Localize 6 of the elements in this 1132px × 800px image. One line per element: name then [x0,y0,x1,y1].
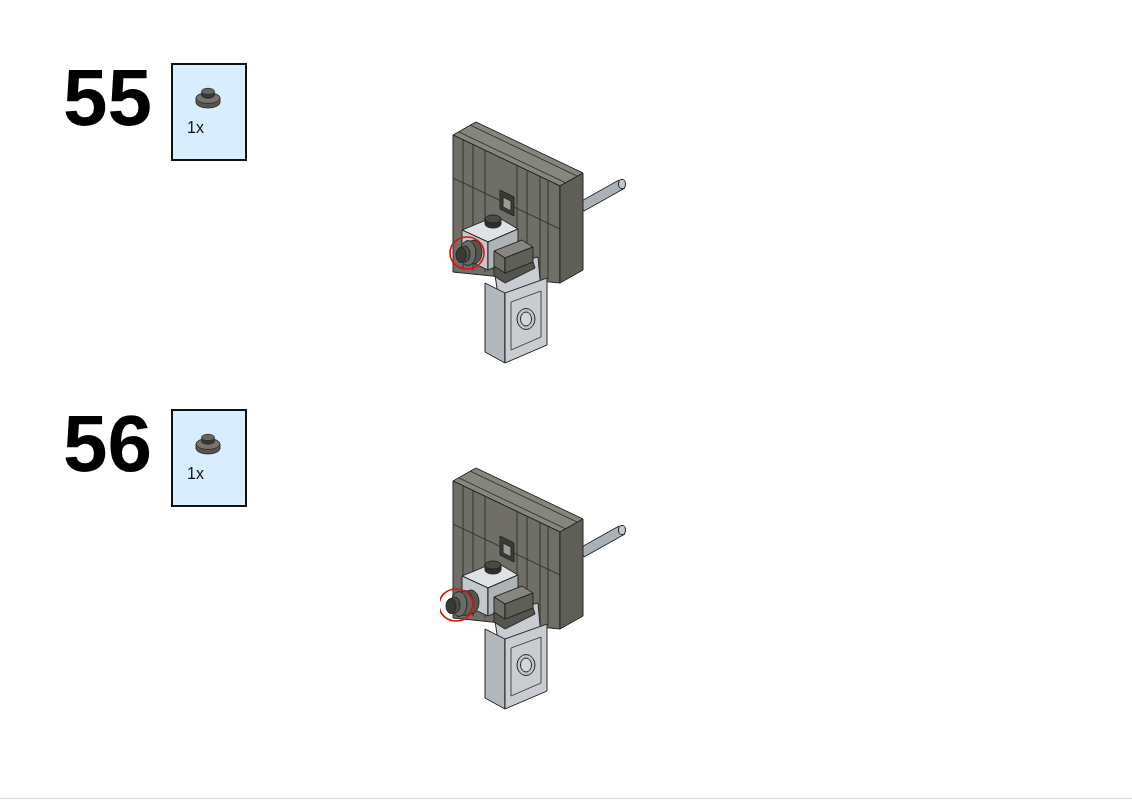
part-quantity: 1x [187,466,204,482]
parts-list-box [171,409,247,507]
step-number: 56 [63,404,152,484]
parts-list-box [171,63,247,161]
step-number: 55 [63,58,152,138]
part-quantity: 1x [187,120,204,136]
